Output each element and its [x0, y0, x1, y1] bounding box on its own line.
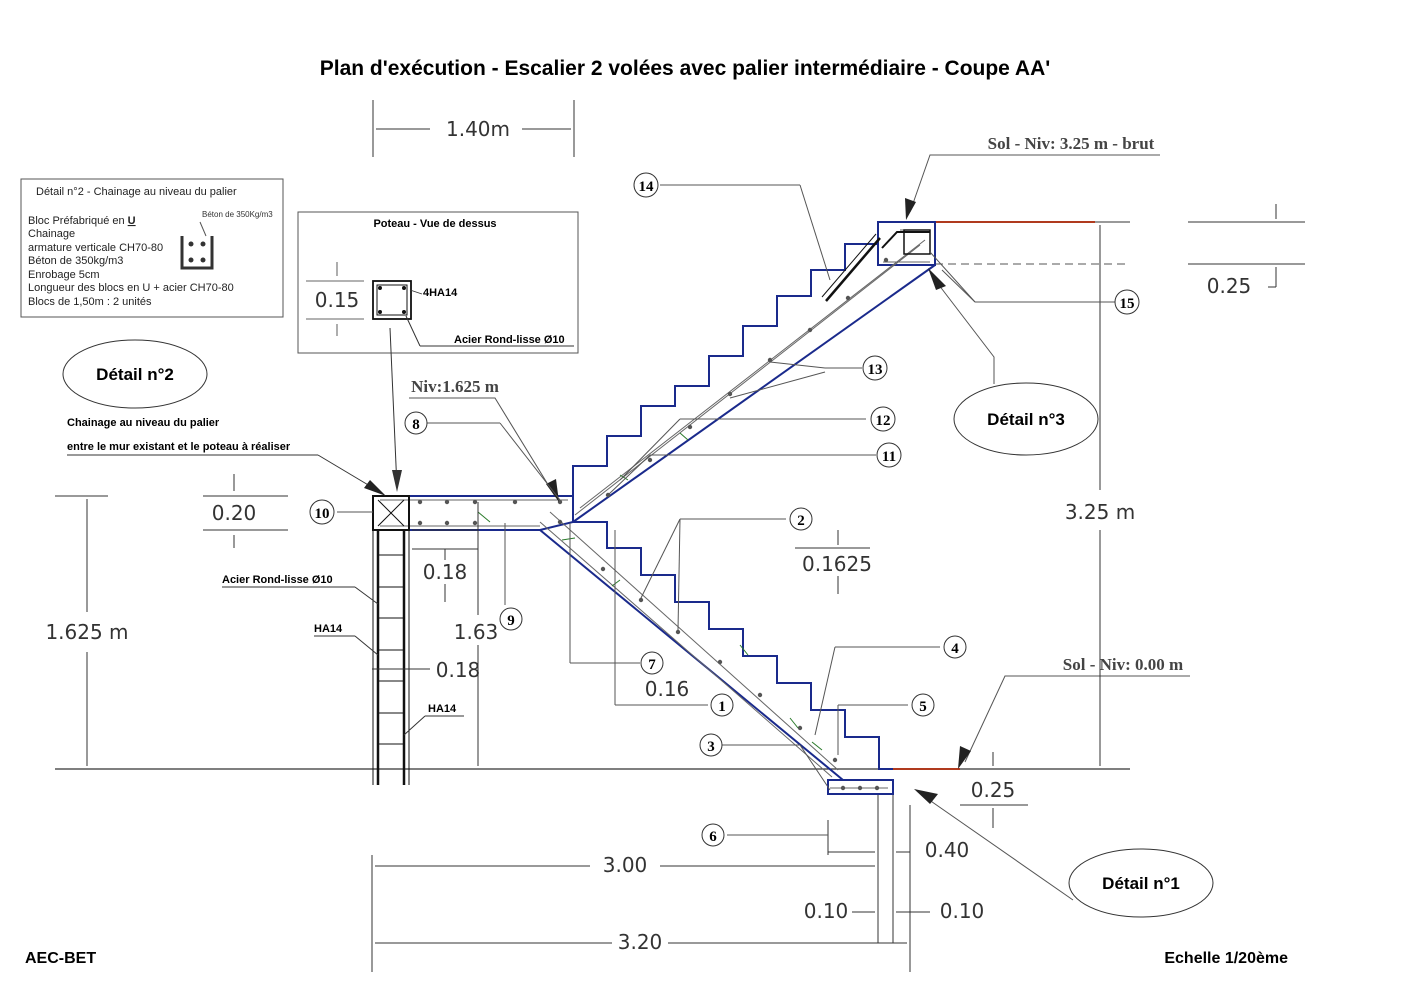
- svg-text:5: 5: [919, 699, 927, 715]
- top-block: [877, 221, 936, 266]
- svg-text:3: 3: [707, 739, 715, 755]
- svg-text:Détail n°2: Détail n°2: [96, 365, 174, 384]
- post-ha14-bottom: HA14: [428, 703, 457, 715]
- poteau-steel-label: Acier Rond-lisse Ø10: [454, 334, 565, 346]
- chainage-note-2: entre le mur existant et le poteau à réa…: [67, 441, 291, 453]
- callout-5: 5: [911, 693, 935, 717]
- callout-6: 6: [701, 823, 725, 847]
- svg-text:Détail n°1: Détail n°1: [1102, 874, 1180, 893]
- svg-text:8: 8: [412, 417, 420, 433]
- svg-text:Détail n°3: Détail n°3: [987, 410, 1065, 429]
- callout-13: 13: [862, 355, 888, 381]
- dim-post-height: 1.63: [454, 620, 499, 644]
- dim-total-run: 3.20: [618, 930, 663, 954]
- u-block-icon: [180, 236, 214, 270]
- level-ground: Sol - Niv: 0.00 m: [1063, 655, 1183, 674]
- dim-landing-height: 1.625 m: [45, 620, 128, 644]
- detail2-concrete-note: Béton de 350Kg/m3: [202, 210, 273, 219]
- detail2-line: armature verticale CH70-80: [28, 242, 163, 254]
- rebar-14: [825, 237, 881, 302]
- callout-10: 10: [309, 499, 335, 525]
- rebar-dots: [417, 257, 889, 791]
- detail2-line-bloc: Bloc Préfabriqué en U: [28, 215, 136, 227]
- dim-tread: 0.16: [645, 677, 690, 701]
- callout-4: 4: [943, 635, 967, 659]
- level-landing: Niv:1.625 m: [411, 377, 499, 396]
- top-block-cage: [903, 229, 931, 255]
- callout-15: 15: [1114, 289, 1140, 315]
- dimension-lines: [55, 100, 1305, 972]
- rebar-lines: [380, 229, 930, 789]
- svg-text:7: 7: [648, 657, 656, 673]
- svg-text:2: 2: [797, 513, 805, 529]
- dim-riser: 0.1625: [802, 552, 872, 576]
- lower-flight-soffit: [539, 529, 844, 781]
- drawing-title: Plan d'exécution - Escalier 2 volées ave…: [320, 57, 1051, 80]
- dim-offset-left: 0.10: [804, 899, 849, 923]
- poteau-title: Poteau - Vue de dessus: [373, 218, 496, 230]
- svg-text:10: 10: [315, 506, 330, 522]
- detail3-ellipse: Détail n°3: [953, 382, 1099, 456]
- dim-offset-right: 0.10: [940, 899, 985, 923]
- poteau-rebar-label: 4HA14: [423, 287, 458, 299]
- dim-run: 3.00: [603, 853, 648, 877]
- poteau-dim: 0.15: [315, 288, 360, 312]
- callout-11: 11: [876, 442, 902, 468]
- detail2-ellipse: Détail n°2: [62, 339, 208, 409]
- dim-total-height: 3.25 m: [1065, 500, 1135, 524]
- svg-text:14: 14: [639, 179, 655, 195]
- callout-3: 3: [699, 733, 723, 757]
- dim-top-slab: 0.25: [1207, 274, 1252, 298]
- svg-text:1: 1: [718, 699, 726, 715]
- dim-post-width: 0.18: [436, 658, 481, 682]
- detail2-line: Enrobage 5cm: [28, 269, 100, 281]
- dim-landing-thickness: 0.20: [212, 501, 257, 525]
- stirrup-ticks: [477, 432, 823, 751]
- post-ha14-top: HA14: [314, 623, 343, 635]
- detail2-line: Béton de 350kg/m3: [28, 255, 123, 267]
- steps: [572, 243, 893, 770]
- post-section: [372, 280, 412, 320]
- detail2-heading: Détail n°2 - Chainage au niveau du palie…: [36, 186, 237, 198]
- svg-text:12: 12: [876, 413, 891, 429]
- callout-1: 1: [710, 693, 734, 717]
- callout-leaders: [337, 184, 1115, 836]
- detail2-line: Chainage: [28, 228, 75, 240]
- footer-scale: Echelle 1/20ème: [1164, 950, 1288, 967]
- detail2-line: Blocs de 1,50m : 2 unités: [28, 296, 152, 308]
- post-steel-label: Acier Rond-lisse Ø10: [222, 574, 333, 586]
- svg-text:13: 13: [868, 362, 883, 378]
- poteau-box: Poteau - Vue de dessus 4HA14 Acier Rond-…: [297, 211, 579, 354]
- svg-text:11: 11: [882, 449, 896, 465]
- dim-foot-width: 0.40: [925, 838, 970, 862]
- callout-9: 9: [499, 607, 523, 631]
- foot-block: [827, 779, 894, 795]
- dim-top-width: 1.40m: [446, 117, 510, 141]
- post-column: [372, 495, 410, 785]
- detail1-ellipse: Détail n°1: [1068, 848, 1214, 918]
- level-top: Sol - Niv: 3.25 m - brut: [988, 134, 1155, 153]
- callout-12: 12: [870, 406, 896, 432]
- dim-foot-depth: 0.25: [971, 778, 1016, 802]
- callout-2: 2: [789, 507, 813, 531]
- callout-8: 8: [404, 411, 428, 435]
- dim-slab-thickness: 0.18: [423, 560, 468, 584]
- svg-text:15: 15: [1120, 296, 1135, 312]
- upper-flight-soffit: [572, 264, 936, 523]
- chainage-note-1: Chainage au niveau du palier: [67, 417, 220, 429]
- footer-company: AEC-BET: [25, 950, 96, 967]
- detail2-box: Détail n°2 - Chainage au niveau du palie…: [20, 178, 284, 318]
- callout-14: 14: [633, 172, 659, 198]
- svg-text:6: 6: [709, 829, 717, 845]
- detail2-line: Longueur des blocs en U + acier CH70-80: [28, 282, 234, 294]
- callout-7: 7: [640, 651, 664, 675]
- stair-structure: [372, 221, 936, 795]
- svg-text:4: 4: [951, 641, 959, 657]
- callout-bubbles: 1 2 3 4 5 6 7 8 9 10 11 12 13 14 15: [309, 172, 1140, 847]
- svg-text:9: 9: [507, 613, 515, 629]
